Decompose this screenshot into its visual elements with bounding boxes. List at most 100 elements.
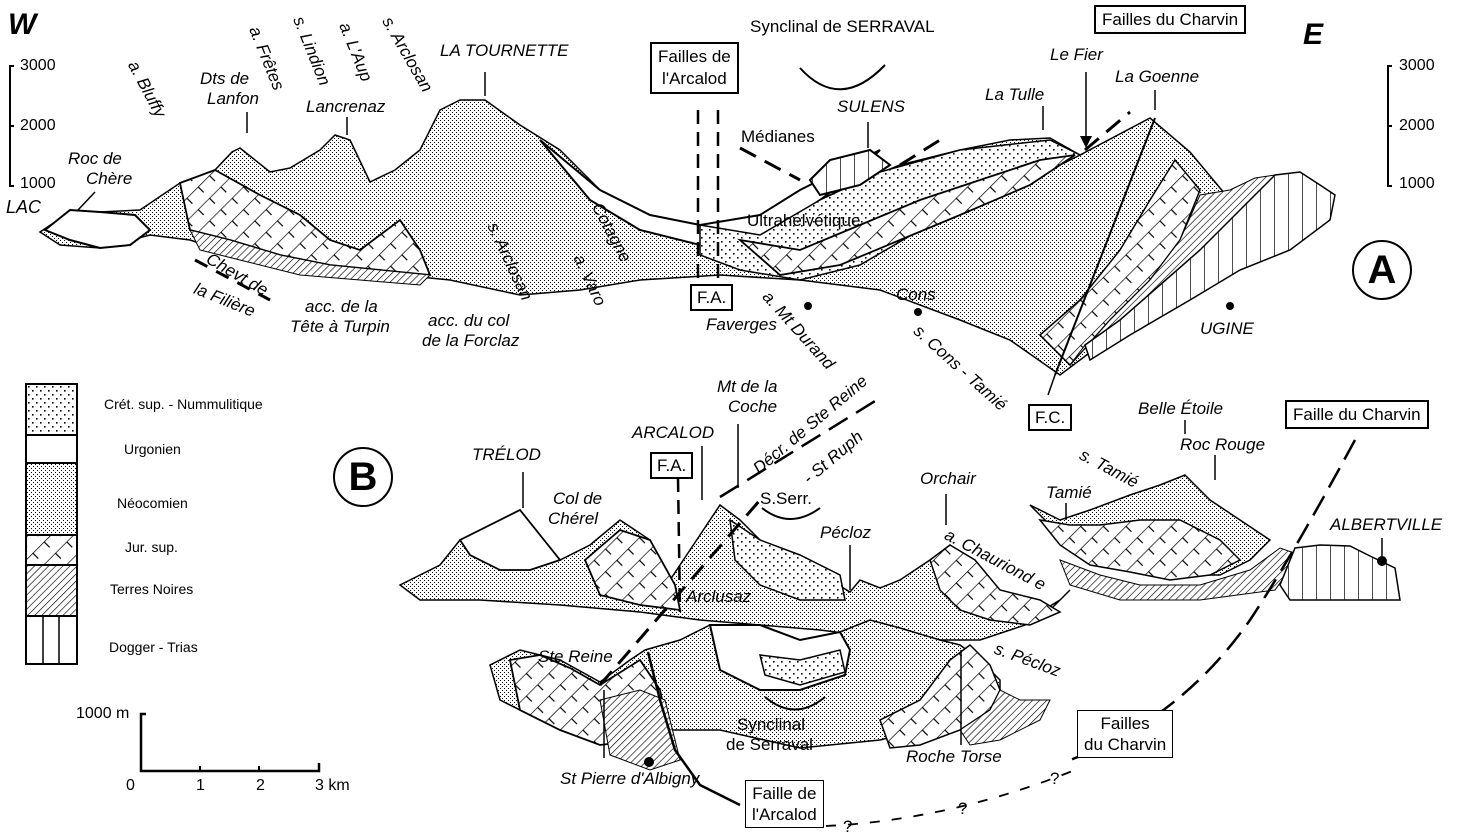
box-failles-charvin-a: Failles du Charvin	[1094, 5, 1247, 34]
label-roc-de-chere-1: Roc de	[68, 149, 122, 168]
question-mark-2: ?	[958, 799, 968, 818]
box-fa-a: F.A.	[690, 284, 734, 311]
box-fa-b: F.A.	[650, 452, 694, 479]
question-mark-1: ?	[843, 817, 853, 836]
section-a-sulens-klippe	[808, 148, 892, 197]
label-st-pierre-albigny: St Pierre d'Albigny	[560, 769, 700, 788]
label-col-cherel-2: Chérel	[548, 509, 599, 528]
legend-label-neocomien: Néocomien	[117, 495, 188, 511]
syncline-symbol-a	[799, 64, 886, 91]
box-failles-charvin-b: Failles du Charvin	[1077, 710, 1174, 758]
label-roche-torse: Roche Torse	[906, 747, 1002, 766]
label-ste-reine: Ste Reine	[538, 647, 613, 666]
label-dts-de-lanfon-2: Lanfon	[207, 89, 259, 108]
label-ugine: UGINE	[1200, 319, 1254, 338]
distance-scale-bar	[139, 712, 321, 773]
label-orchair: Orchair	[920, 469, 976, 488]
label-la-goenne: La Goenne	[1115, 67, 1200, 86]
section-b-serraval-upper	[729, 518, 846, 601]
ugine-dot	[1226, 302, 1234, 310]
label-synclinal-serraval-a: Synclinal de SERRAVAL	[750, 17, 935, 36]
legend-label-terres-noires: Terres Noires	[110, 581, 194, 597]
section-b-trelod-urgonien	[458, 508, 562, 571]
section-b-chauriond-jur	[929, 544, 1062, 626]
scale-tick-1: 1	[196, 777, 205, 794]
section-b-serraval-syncline-core	[759, 649, 846, 686]
box-failles-charvin-b-line1: Failles	[1100, 714, 1150, 733]
box-faille-arcalod-b-line1: Faille de	[752, 784, 817, 803]
section-a-urgonien-band	[539, 139, 881, 247]
label-albertville: ALBERTVILLE	[1330, 515, 1443, 534]
elev-right-3000: 3000	[1399, 57, 1435, 74]
east-label: E	[1303, 18, 1324, 51]
label-la-tulle: La Tulle	[985, 85, 1045, 104]
scale-vertical-label: 1000 m	[76, 705, 130, 722]
label-synclinal-serraval-b-1: Synclinal	[737, 715, 806, 734]
legend-label-cret-sup: Crét. sup. - Nummulitique	[104, 396, 263, 412]
section-b	[398, 396, 1401, 827]
label-roc-de-chere-2: Chère	[86, 169, 133, 188]
label-pecloz: Pécloz	[820, 523, 872, 542]
elev-left-1000: 1000	[20, 175, 56, 192]
label-synclinal-serraval-b-2: de Serraval	[726, 735, 813, 754]
st-pierre-dot	[644, 757, 654, 767]
faverges-dot	[804, 302, 812, 310]
label-sulens: SULENS	[837, 97, 906, 116]
label-roc-rouge: Roc Rouge	[1180, 435, 1266, 454]
syncline-symbol-s-serr	[761, 507, 821, 520]
le-fier-arrowhead	[1080, 136, 1092, 148]
legend-swatch-cret-sup	[25, 383, 78, 436]
scale-tick-3: 3 km	[315, 777, 350, 794]
elev-left-2000: 2000	[20, 117, 56, 134]
section-a-dogger-trias-east	[1084, 171, 1336, 362]
fault-ste-reine	[598, 499, 762, 686]
section-b-albertville-dogger	[1279, 544, 1401, 601]
section-a-roc-de-chere	[43, 208, 152, 250]
label-mt-coche-1: Mt de la	[717, 377, 778, 396]
label-acc-col-forclaz-1: acc. du col	[428, 311, 510, 330]
legend-swatch-neocomien	[25, 462, 78, 536]
question-mark-3: ?	[1050, 769, 1060, 788]
label-arcalod: ARCALOD	[632, 423, 715, 442]
label-acc-tete-turpin-2: Tête à Turpin	[290, 317, 390, 336]
box-faille-arcalod-b: Faille de l'Arcalod	[745, 780, 824, 828]
label-dts-de-lanfon-1: Dts de	[200, 69, 250, 88]
elev-right-1000: 1000	[1399, 175, 1435, 192]
label-acc-col-forclaz-2: de la Forclaz	[422, 331, 520, 350]
roc-de-chere-arrow	[77, 191, 96, 211]
label-trelod: TRÉLOD	[472, 445, 541, 464]
fault-fier-dash	[1084, 110, 1131, 152]
scale-tick-2: 2	[256, 777, 265, 794]
elev-left-3000: 3000	[20, 57, 56, 74]
legend-label-jur-sup: Jur. sup.	[125, 539, 178, 555]
legend-label-urgonien: Urgonien	[124, 441, 181, 457]
box-failles-charvin-b-line2: du Charvin	[1084, 735, 1167, 754]
fault-charvin-a	[1054, 117, 1156, 376]
label-belle-etoile: Belle Étoile	[1138, 399, 1224, 418]
elevation-scale-right	[1387, 65, 1392, 187]
section-a	[38, 64, 1336, 396]
section-a-badge: A	[1352, 240, 1412, 300]
section-a-jur-sup-centre	[737, 154, 1076, 276]
label-s-serr: S.Serr.	[760, 489, 812, 508]
west-label: W	[8, 8, 37, 41]
section-b-tamie-terres-noires	[1059, 547, 1301, 601]
elev-right-2000: 2000	[1399, 117, 1435, 134]
label-la-tournette: LA TOURNETTE	[440, 41, 569, 60]
box-faille-charvin-b: Faille du Charvin	[1285, 400, 1429, 429]
scale-tick-0: 0	[126, 777, 135, 794]
box-faille-arcalod-b-line2: l'Arcalod	[752, 805, 817, 824]
fault-medianes-dash	[739, 146, 801, 182]
label-arclusaz: Arclusaz	[686, 587, 752, 606]
fault-arcalod-lower	[646, 651, 741, 807]
label-medianes: Médianes	[741, 127, 815, 146]
cons-dot	[914, 308, 922, 316]
fault-hypothetical-link	[825, 769, 1076, 827]
section-b-tamie-jur-sup	[1038, 518, 1242, 581]
legend-swatch-jur-sup	[25, 534, 78, 566]
label-ultrahelvetique: Ultrahelvétique	[747, 211, 861, 230]
legend-swatch-dogger-trias	[25, 615, 78, 665]
legend-swatch-terres-noires	[25, 564, 78, 617]
label-cons: Cons	[896, 285, 936, 304]
